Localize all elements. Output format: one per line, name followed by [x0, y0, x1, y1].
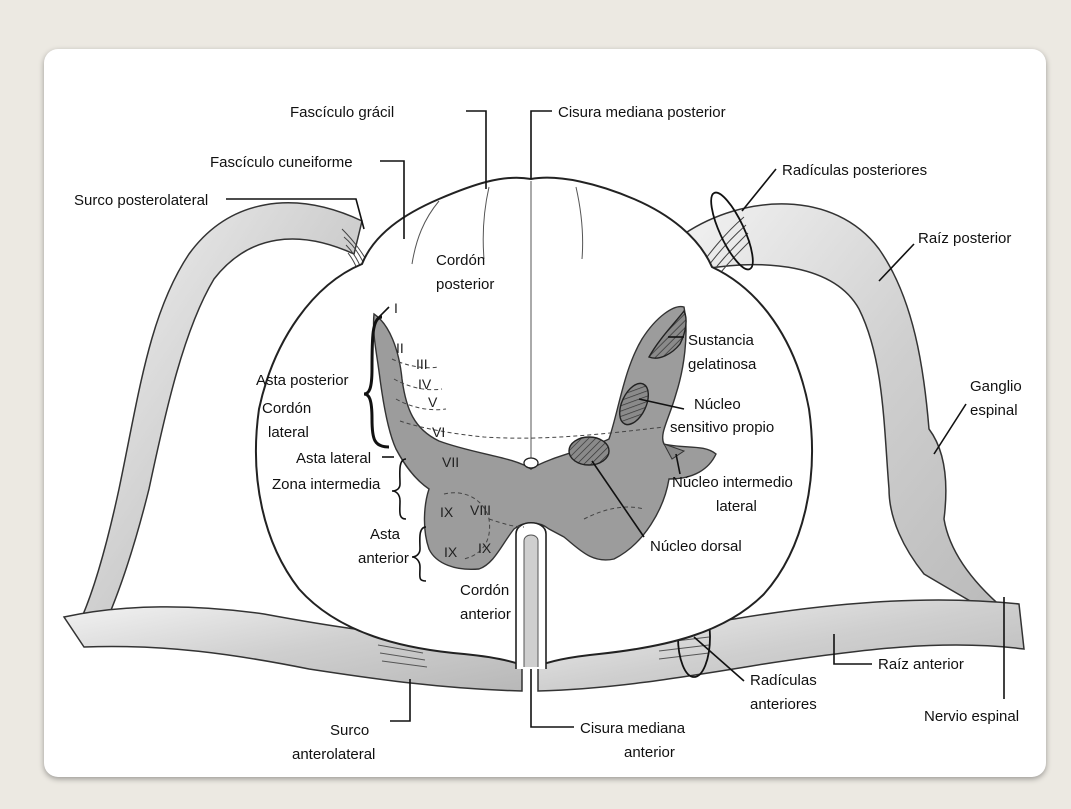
label-cordon-lateral-line1: Cordón	[262, 400, 311, 417]
lamina-v: V	[428, 394, 438, 410]
label-cordon-anterior-line1: Cordón	[460, 582, 509, 599]
label-nucleo-intermedio-line2: lateral	[716, 498, 757, 515]
lamina-ix-upper: IX	[440, 504, 454, 520]
anterior-fissure-inner	[524, 535, 538, 667]
label-asta-anterior-line1: Asta	[370, 526, 401, 543]
lamina-iv: IV	[418, 376, 432, 392]
lamina-viii: VIII	[470, 502, 491, 518]
label-surco-posterolateral: Surco posterolateral	[74, 192, 208, 209]
lamina-ix-lower-right: IX	[478, 540, 492, 556]
label-cisura-mediana-anterior-line2: anterior	[624, 744, 675, 761]
label-asta-lateral: Asta lateral	[296, 450, 371, 467]
label-cordon-anterior-line2: anterior	[460, 606, 511, 623]
lamina-iii: III	[416, 356, 428, 372]
spinal-cord-diagram: I II III IV V VI VII VIII IX IX IX	[44, 49, 1046, 777]
label-surco-anterolateral-line2: anterolateral	[292, 746, 375, 763]
label-nucleo-dorsal: Núcleo dorsal	[650, 538, 742, 555]
label-fasciculo-gracil: Fascículo grácil	[290, 104, 394, 121]
dorsal-nucleus	[569, 437, 609, 465]
label-cordon-posterior-line1: Cordón	[436, 252, 485, 269]
label-asta-posterior: Asta posterior	[256, 372, 349, 389]
label-sustancia-gelatinosa-line2: gelatinosa	[688, 356, 757, 373]
label-fasciculo-cuneiforme: Fascículo cuneiforme	[210, 154, 353, 171]
central-canal	[524, 458, 538, 468]
label-nucleo-intermedio-line1: Núcleo intermedio	[672, 474, 793, 491]
lamina-ix-lower-left: IX	[444, 544, 458, 560]
lamina-ii: II	[396, 340, 404, 356]
lamina-i: I	[394, 300, 398, 316]
label-nucleo-sensitivo-line2: sensitivo propio	[670, 419, 774, 436]
label-zona-intermedia: Zona intermedia	[272, 476, 381, 493]
lamina-vi: VI	[432, 424, 445, 440]
label-ganglio-espinal-line2: espinal	[970, 402, 1018, 419]
diagram-card: I II III IV V VI VII VIII IX IX IX	[44, 49, 1046, 777]
label-cisura-mediana-anterior-line1: Cisura mediana	[580, 720, 686, 737]
label-radiculas-anteriores-line1: Radículas	[750, 672, 817, 689]
lamina-vii: VII	[442, 454, 459, 470]
label-nervio-espinal: Nervio espinal	[924, 708, 1019, 725]
label-raiz-posterior: Raíz posterior	[918, 230, 1011, 247]
label-surco-anterolateral-line1: Surco	[330, 722, 369, 739]
label-cisura-mediana-posterior: Cisura mediana posterior	[558, 104, 726, 121]
label-sustancia-gelatinosa-line1: Sustancia	[688, 332, 755, 349]
label-ganglio-espinal-line1: Ganglio	[970, 378, 1022, 395]
label-nucleo-sensitivo-line1: Núcleo	[694, 396, 741, 413]
label-cordon-posterior-line2: posterior	[436, 276, 494, 293]
label-radiculas-anteriores-line2: anteriores	[750, 696, 817, 713]
label-radiculas-posteriores: Radículas posteriores	[782, 162, 927, 179]
label-asta-anterior-line2: anterior	[358, 550, 409, 567]
label-raiz-anterior: Raíz anterior	[878, 656, 964, 673]
label-cordon-lateral-line2: lateral	[268, 424, 309, 441]
